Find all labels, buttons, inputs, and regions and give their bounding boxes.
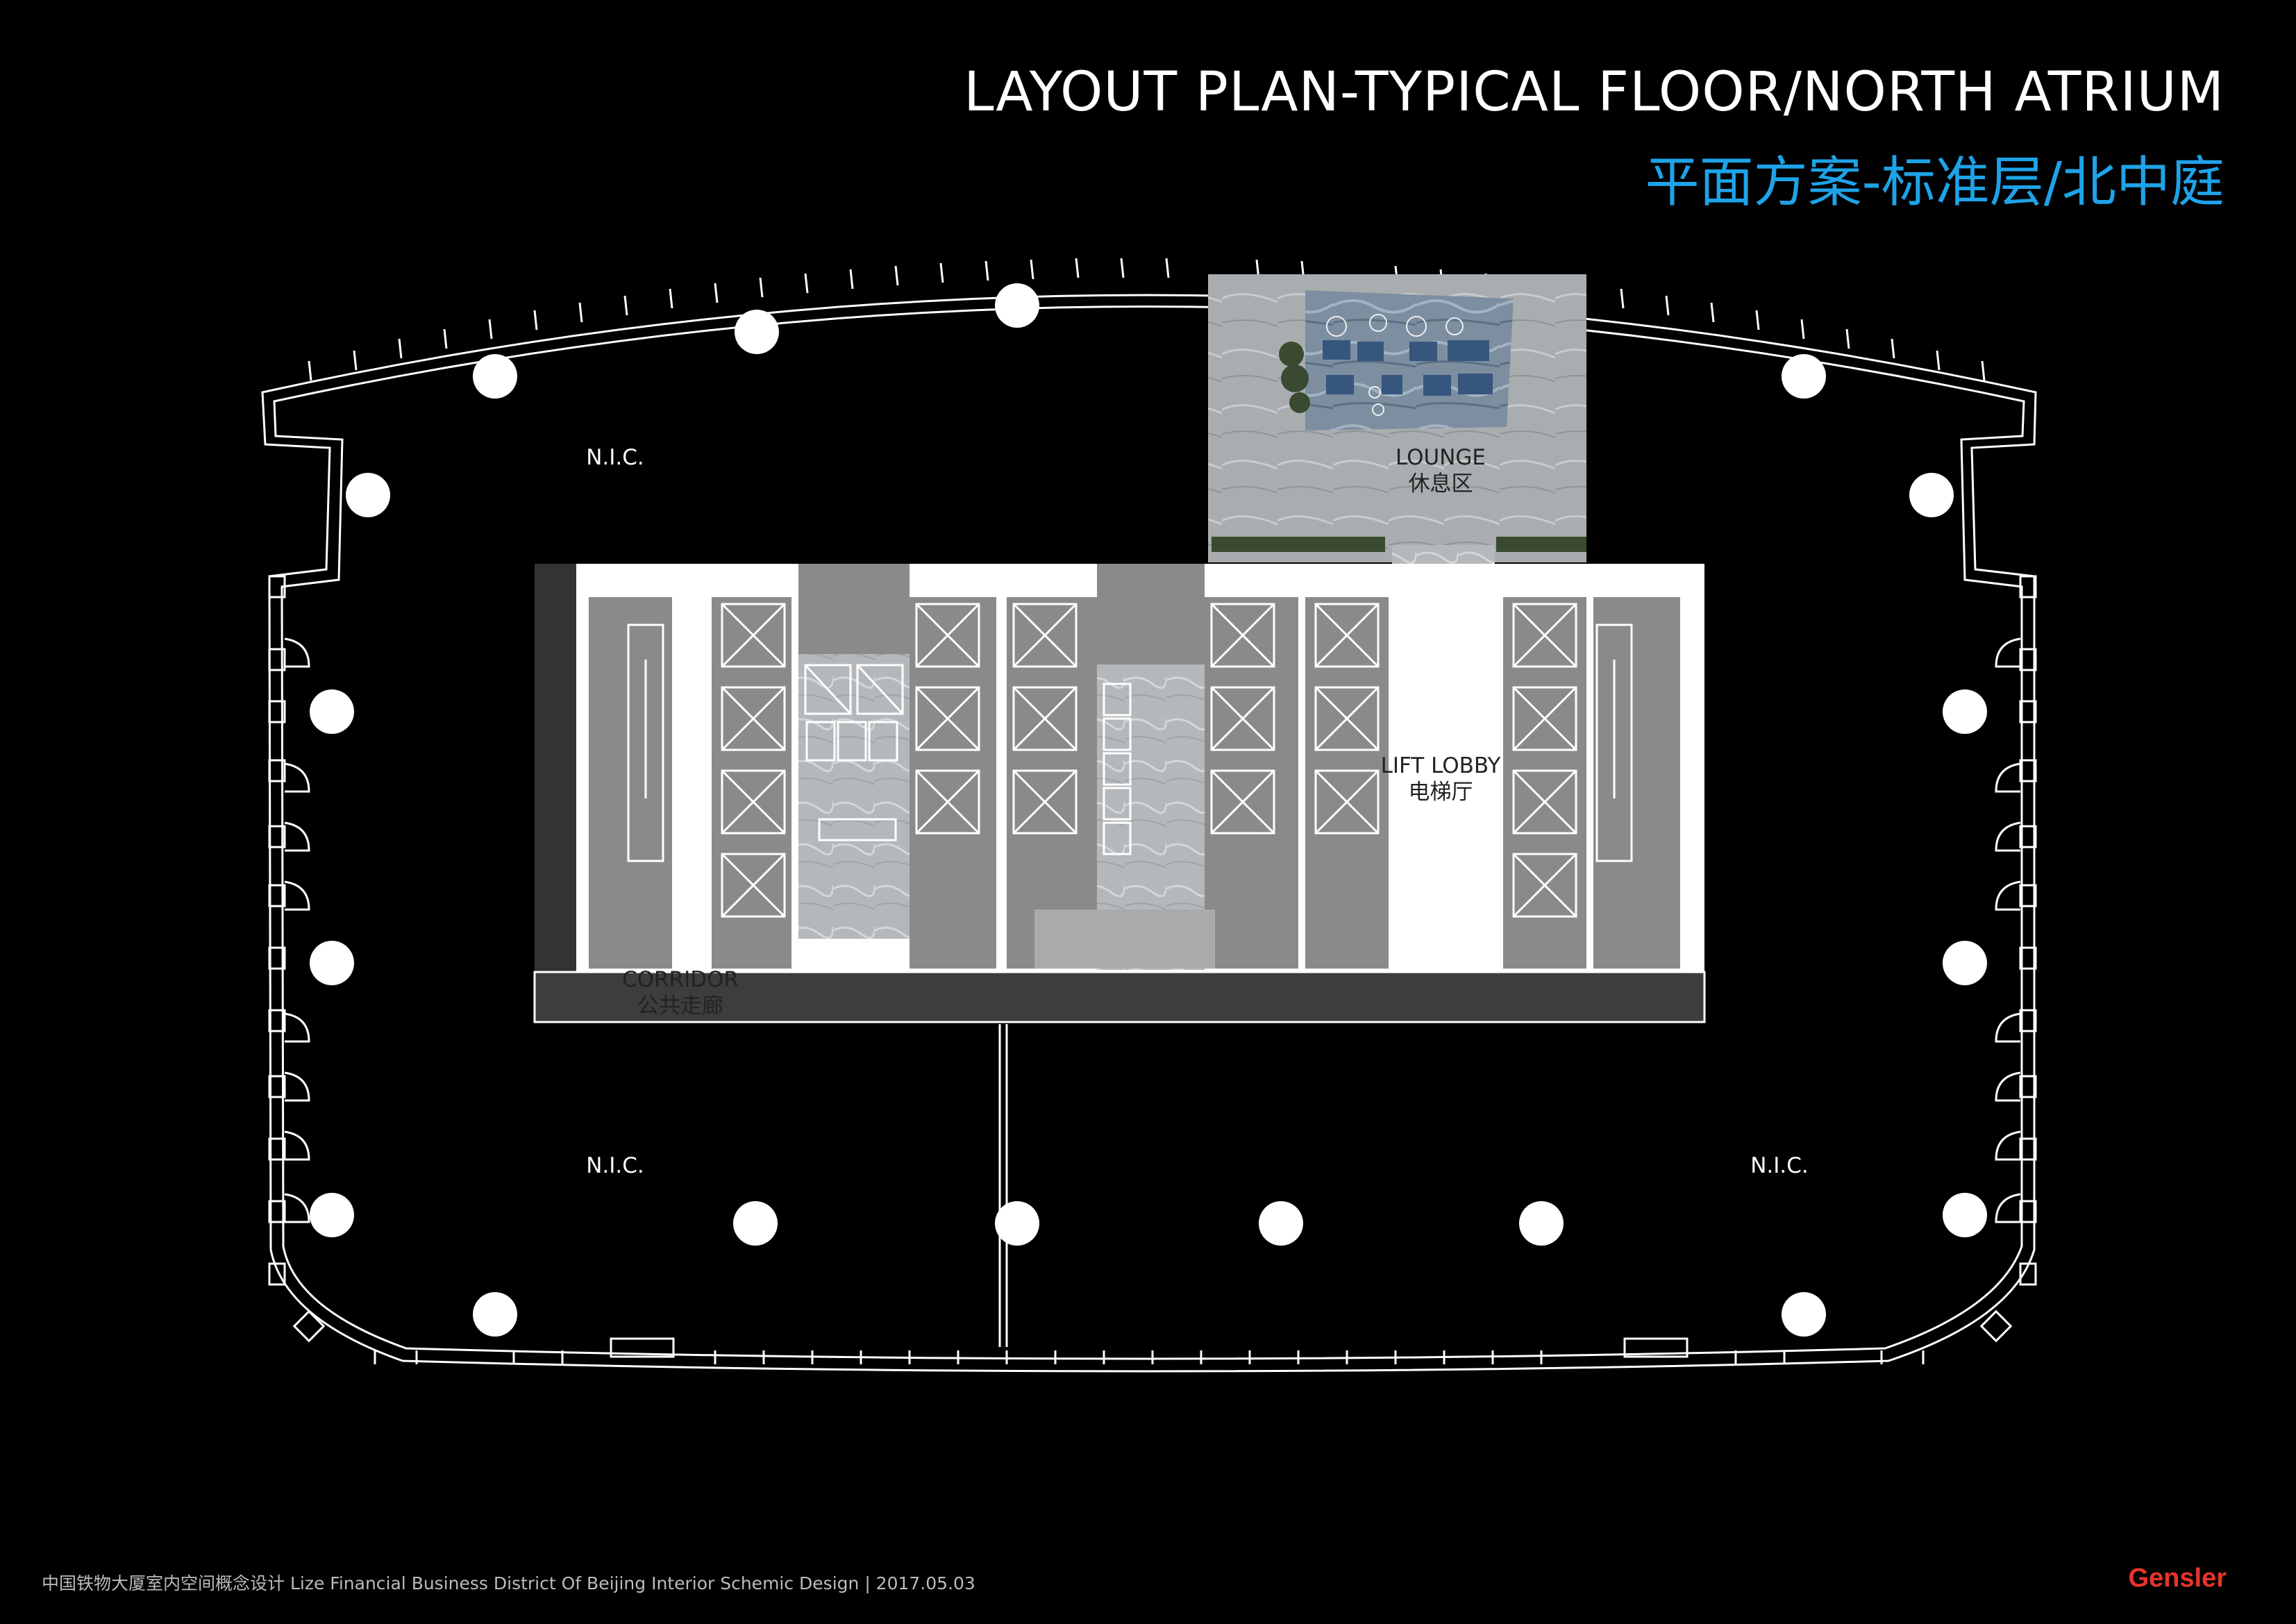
side-window-boxes: [268, 575, 2037, 1358]
nic-label-bottom-right: N.I.C.: [1750, 1153, 1809, 1178]
nic-label-top-left: N.I.C.: [586, 445, 644, 470]
building-outline: [261, 294, 2037, 1373]
lift-lobby-label: LIFT LOBBY 电梯厅: [1381, 753, 1501, 805]
bottom-mullions: [374, 1350, 1925, 1364]
lift-lobby-label-en: LIFT LOBBY: [1380, 753, 1501, 778]
corridor-label-en: CORRIDOR: [621, 967, 739, 992]
corridor-label-cn: 公共走廊: [637, 994, 723, 1019]
gensler-logo: Gensler: [2128, 1564, 2227, 1593]
lounge-label-en: LOUNGE: [1395, 445, 1486, 470]
corridor-label: CORRIDOR 公共走廊: [622, 966, 739, 1019]
footer-caption: 中国铁物大厦室内空间概念设计 Lize Financial Business D…: [42, 1573, 975, 1593]
title-chinese: 平面方案-标准层/北中庭: [1645, 151, 2224, 214]
lounge-label: LOUNGE 休息区: [1396, 444, 1486, 497]
lift-lobby-label-cn: 电梯厅: [1408, 780, 1473, 805]
partition-line: [998, 1024, 1008, 1347]
nic-label-bottom-left: N.I.C.: [586, 1153, 644, 1178]
title-english: LAYOUT PLAN-TYPICAL FLOOR/NORTH ATRIUM: [964, 61, 2224, 124]
core-block: [533, 564, 1706, 1023]
lounge-label-cn: 休息区: [1408, 471, 1473, 496]
facade-mullions: [308, 258, 1986, 381]
